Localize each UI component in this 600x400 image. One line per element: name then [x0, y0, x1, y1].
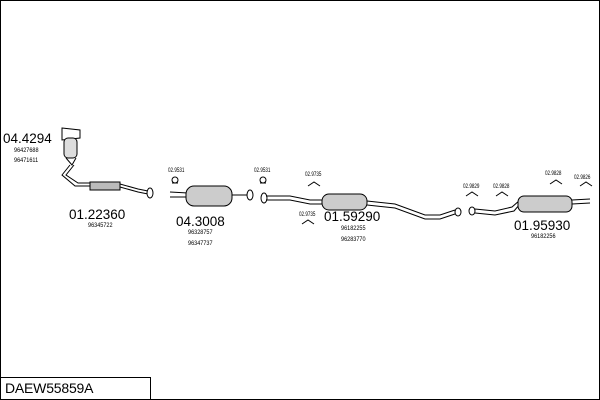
oe-number: 96347737 — [188, 240, 213, 247]
front-catalyst-04.4294 — [61, 127, 81, 166]
clamp-02.9735-a — [307, 181, 321, 187]
oe-number: 96471611 — [14, 157, 39, 164]
catalyst-04.3008 — [169, 185, 254, 207]
small-part-ref: 02.9735 — [299, 211, 316, 218]
part-number-04.3008: 04.3008 — [176, 214, 225, 229]
centre-silencer-01.59290 — [260, 192, 462, 220]
oe-number: 96328757 — [188, 229, 213, 236]
reference-code: DAEW55859A — [5, 380, 94, 396]
clamp-02.9531-a — [171, 176, 179, 184]
small-part-ref: 02.9828 — [493, 183, 510, 190]
part-number-01.59290: 01.59290 — [324, 209, 381, 224]
clamp-02.9828-b — [549, 179, 563, 185]
small-part-ref: 02.9531 — [168, 167, 185, 174]
small-part-ref: 02.9531 — [254, 167, 271, 174]
small-part-ref: 02.9826 — [574, 174, 591, 181]
clamp-02.9826 — [579, 181, 593, 187]
front-pipe-01.22360 — [61, 164, 154, 199]
part-number-04.4294: 04.4294 — [3, 131, 52, 146]
oe-number: 96345722 — [88, 222, 113, 229]
rear-silencer-01.95930 — [468, 195, 591, 216]
oe-number: 96182255 — [341, 225, 366, 232]
oe-number: 96182256 — [531, 233, 556, 240]
small-part-ref: 02.9829 — [463, 183, 480, 190]
clamp-02.9829 — [465, 191, 479, 197]
clamp-02.9828 — [495, 191, 509, 197]
part-number-01.22360: 01.22360 — [69, 207, 126, 222]
clamp-02.9735-b — [301, 219, 315, 225]
clamp-02.9531-b — [259, 176, 267, 184]
reference-box: DAEW55859A — [1, 377, 151, 399]
oe-number: 96427688 — [14, 147, 39, 154]
small-part-ref: 02.9828 — [545, 170, 562, 177]
small-part-ref: 02.9735 — [305, 171, 322, 178]
part-number-01.95930: 01.95930 — [514, 218, 571, 233]
oe-number: 96283770 — [341, 236, 366, 243]
